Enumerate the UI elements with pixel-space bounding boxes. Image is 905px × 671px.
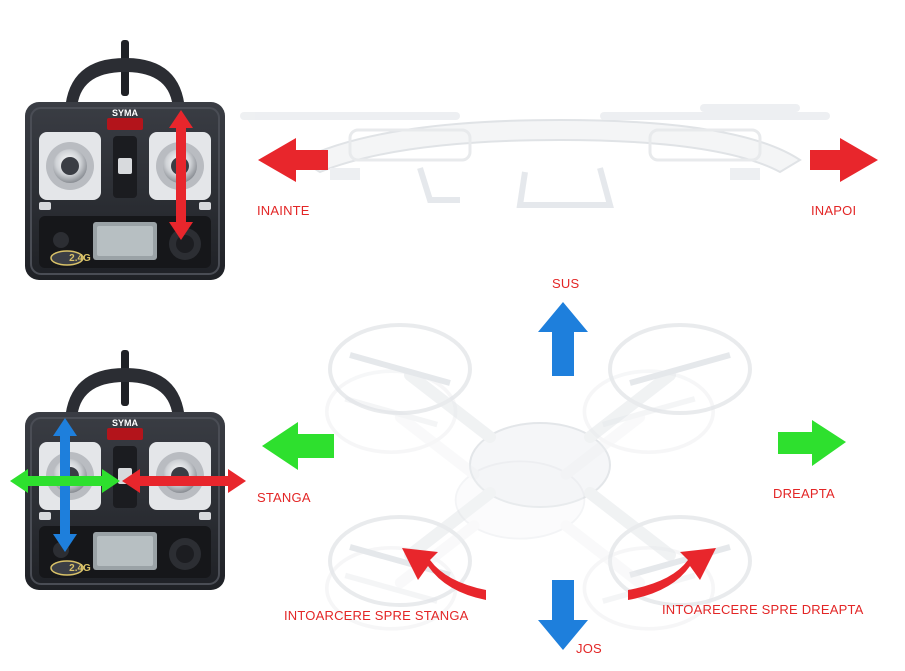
rotate-right-arrow bbox=[628, 548, 716, 600]
svg-text:2.4G: 2.4G bbox=[69, 253, 91, 264]
backward-arrow bbox=[810, 138, 878, 182]
left-arrow bbox=[262, 422, 334, 470]
left-stick-yaw-arrow bbox=[10, 469, 120, 493]
right-stick-roll-arrow bbox=[122, 469, 246, 493]
label-rotate-left: INTOARCERE SPRE STANGA bbox=[284, 608, 469, 623]
right-arrow bbox=[778, 420, 846, 466]
band-badge-bottom: 2.4G bbox=[69, 563, 91, 574]
up-arrow bbox=[538, 302, 588, 376]
label-rotate-right: INTOARECERE SPRE DREAPTA bbox=[662, 602, 864, 617]
svg-text:SYMA: SYMA bbox=[112, 108, 139, 118]
brand-logo-top: SYMA bbox=[112, 108, 139, 118]
right-stick-pitch-arrow bbox=[169, 110, 193, 240]
label-down: JOS bbox=[576, 641, 602, 656]
svg-text:2.4G: 2.4G bbox=[69, 563, 91, 574]
controller-bottom bbox=[24, 349, 226, 591]
brand-logo-bottom: SYMA bbox=[112, 418, 139, 428]
down-arrow bbox=[538, 580, 588, 650]
band-badge-top: 2.4G bbox=[69, 253, 91, 264]
controller-top bbox=[24, 39, 226, 281]
svg-text:SYMA: SYMA bbox=[112, 418, 139, 428]
rotate-left-arrow bbox=[402, 548, 486, 600]
drone-side-view bbox=[240, 104, 830, 208]
forward-arrow bbox=[258, 138, 328, 182]
label-left: STANGA bbox=[257, 490, 311, 505]
label-backward: INAPOI bbox=[811, 203, 857, 218]
label-forward: INAINTE bbox=[257, 203, 310, 218]
label-up: SUS bbox=[552, 276, 580, 291]
label-right: DREAPTA bbox=[773, 486, 835, 501]
